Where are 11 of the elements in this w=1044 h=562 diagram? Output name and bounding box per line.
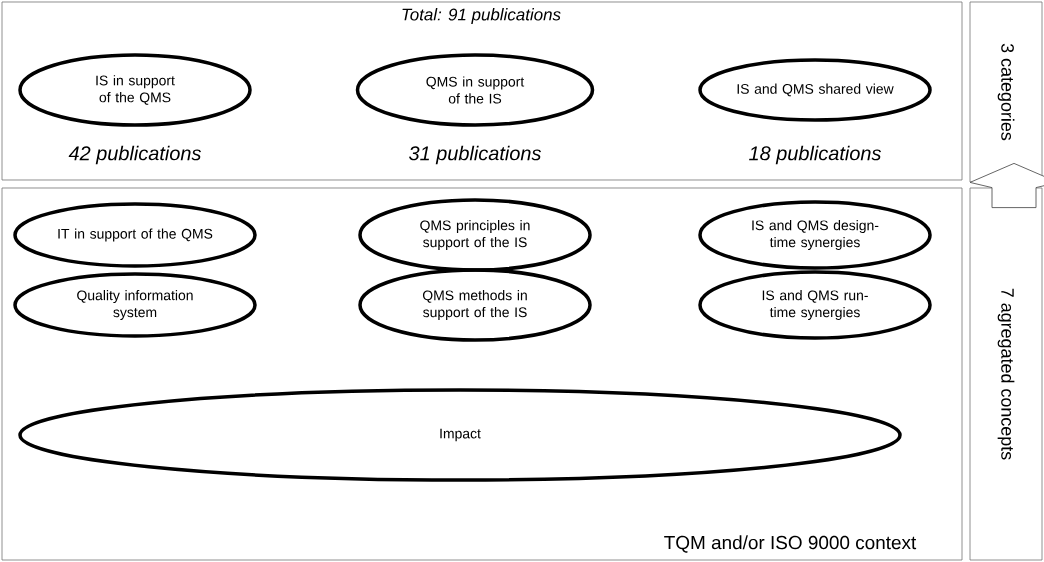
panel <box>1 1 963 181</box>
side-label: 7 agregated concepts <box>997 288 1015 460</box>
publication-count: 42 publications <box>68 145 201 165</box>
publication-count: 31 publications <box>409 145 541 165</box>
panel <box>969 187 1043 561</box>
side-label: 3 categories <box>997 43 1015 141</box>
panel <box>1 187 963 561</box>
block-arrow <box>969 162 1044 209</box>
heading: Total: 91 publications <box>402 8 561 24</box>
publication-count: 18 publications <box>749 145 881 165</box>
context-label: TQM and/or ISO 9000 context <box>664 535 917 553</box>
